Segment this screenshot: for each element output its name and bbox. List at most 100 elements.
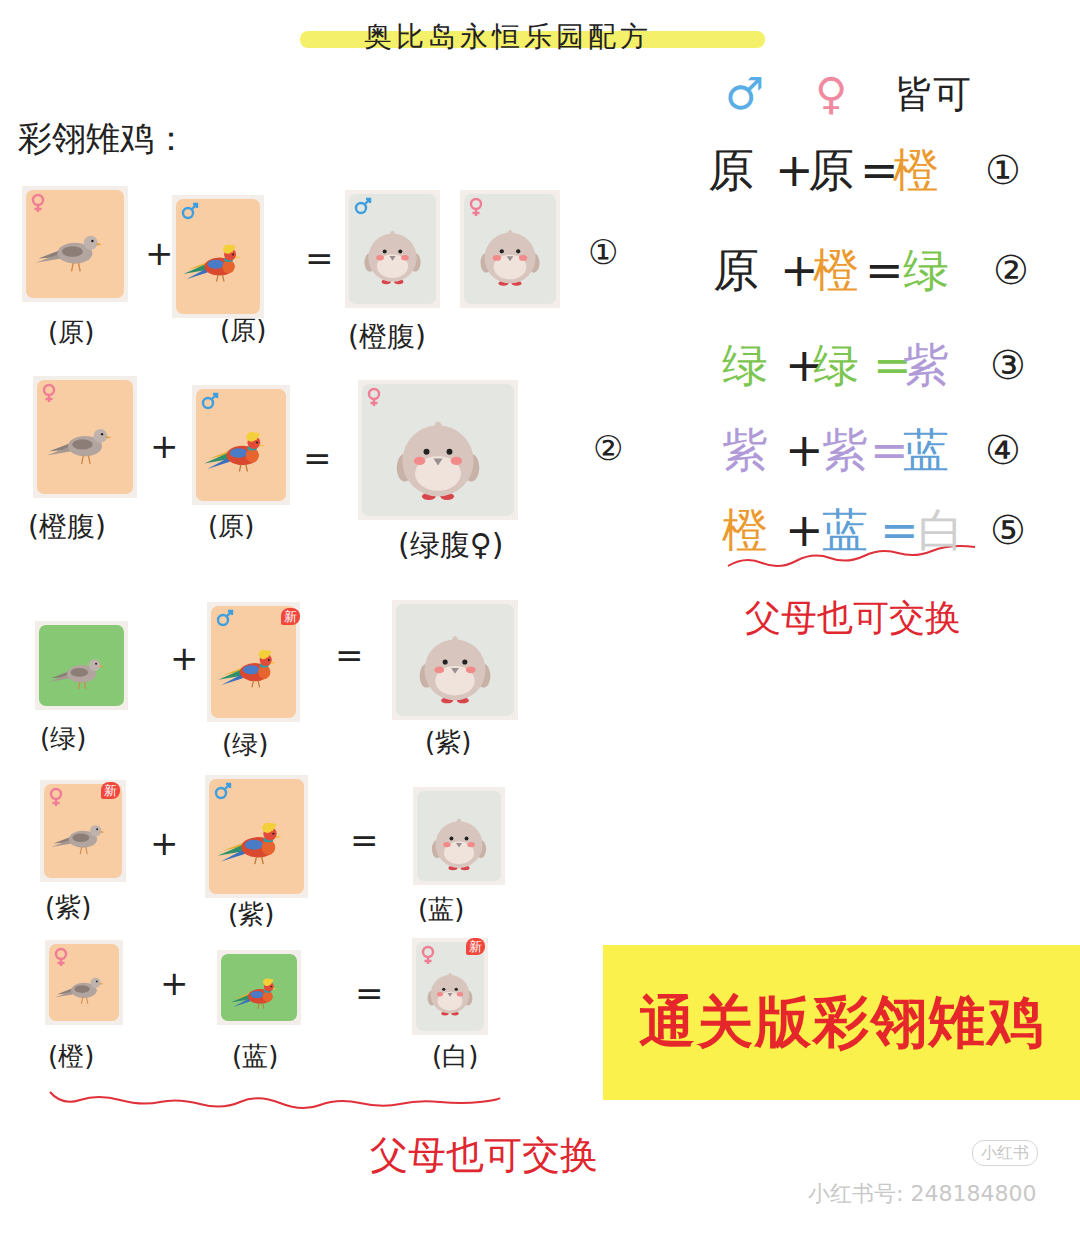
bird-part <box>49 674 70 682</box>
bird-illustration <box>172 195 264 318</box>
bird-part <box>412 938 488 1035</box>
bird-label: (白) <box>432 1042 478 1071</box>
bird-part <box>365 199 370 204</box>
bird-part <box>371 399 378 406</box>
formula-token: ④ <box>985 428 1021 472</box>
bird-part <box>276 835 282 838</box>
bird-part <box>101 831 105 833</box>
bird-part <box>90 978 100 988</box>
bird-part <box>62 246 83 256</box>
bird-part <box>232 253 234 255</box>
bird-part <box>235 256 240 258</box>
bird-illustration <box>345 190 560 308</box>
bird-part <box>221 674 242 685</box>
bird-part <box>96 828 98 830</box>
handwritten-note: 父母也可交换 <box>370 1135 598 1177</box>
bird-part <box>465 837 469 841</box>
bird-label: (紫) <box>228 900 274 929</box>
bird-part <box>467 842 475 847</box>
formula-token: 紫 <box>822 425 868 476</box>
bird-part <box>443 842 451 847</box>
bird-part <box>345 190 440 308</box>
bird-part <box>97 243 102 246</box>
banner-text: 通关版彩翎雉鸡 <box>639 985 1045 1061</box>
bird-part <box>33 376 137 498</box>
formula-token: + <box>775 145 814 196</box>
bird-part <box>462 659 467 664</box>
formula-token: + <box>785 425 824 476</box>
bird-part <box>205 775 308 898</box>
bird-part <box>412 938 488 1035</box>
bird-part <box>383 249 387 253</box>
bird-part <box>480 230 539 286</box>
bird-part <box>209 779 304 894</box>
bird-illustration <box>392 600 518 720</box>
bird-part <box>428 973 473 1016</box>
bird-part <box>80 847 87 854</box>
bird-card: (紫) <box>205 775 308 898</box>
bird-part <box>40 780 126 882</box>
bird-card: (绿腹♀) <box>358 380 518 520</box>
bird-part <box>55 978 104 1004</box>
bird-part <box>250 991 264 998</box>
bird-label: (橙腹) <box>348 322 426 353</box>
bird-part <box>239 464 247 471</box>
bird-part <box>46 395 53 402</box>
bird-label: (绿腹♀) <box>398 528 503 561</box>
bird-card: (原) <box>22 186 128 302</box>
bird-part <box>433 459 442 466</box>
bird-label: (原) <box>220 316 266 345</box>
bird-part <box>473 209 480 216</box>
bird-part <box>263 979 274 985</box>
bird-part <box>217 950 301 1025</box>
bird-part <box>493 255 501 261</box>
formula-token: 橙 <box>893 145 939 196</box>
formula-token: 蓝 <box>903 425 949 476</box>
bird-illustration <box>22 186 128 302</box>
bird-card: (紫) <box>392 600 518 720</box>
bird-part <box>40 780 126 882</box>
bird-part <box>22 186 128 302</box>
bird-part <box>44 385 54 395</box>
bird-part <box>446 449 452 455</box>
bird-part <box>100 665 104 667</box>
bird-part <box>207 260 224 269</box>
symbol-label: + <box>145 235 174 272</box>
bird-label: (蓝) <box>418 895 464 924</box>
bird-part <box>176 199 260 314</box>
bird-part <box>451 668 459 674</box>
bird-part <box>258 1003 264 1009</box>
bird-part <box>425 957 432 964</box>
bird-part <box>183 208 193 218</box>
bird-part <box>449 837 453 841</box>
formula-token: 原 <box>708 145 754 196</box>
new-badge: 新 <box>101 782 120 799</box>
symbol-label: ① <box>588 234 618 271</box>
bird-part <box>100 983 104 985</box>
formula-token: = <box>880 505 919 556</box>
bird-part <box>436 821 483 868</box>
bird-part <box>256 442 258 444</box>
bird-part <box>192 204 197 209</box>
formula-token: 绿 <box>722 340 768 391</box>
bird-part <box>47 429 112 464</box>
bird-part <box>455 988 458 991</box>
bird-card: (橙腹) <box>345 190 560 308</box>
bird-part <box>398 249 402 253</box>
bird-label: (绿) <box>222 730 268 759</box>
formula-token: 橙 <box>813 245 859 296</box>
bird-card: (蓝) <box>413 787 505 885</box>
bird-part <box>231 979 278 1009</box>
bird-part <box>94 429 108 443</box>
bird-part <box>89 659 101 671</box>
bird-part <box>443 659 448 664</box>
bird-part <box>356 203 366 213</box>
bird-part <box>183 245 240 282</box>
bird-part <box>362 384 514 516</box>
bird-part <box>516 249 520 253</box>
symbol-label: ♀ <box>815 70 847 118</box>
symbol-label: ② <box>593 430 623 467</box>
bird-part <box>271 661 276 663</box>
